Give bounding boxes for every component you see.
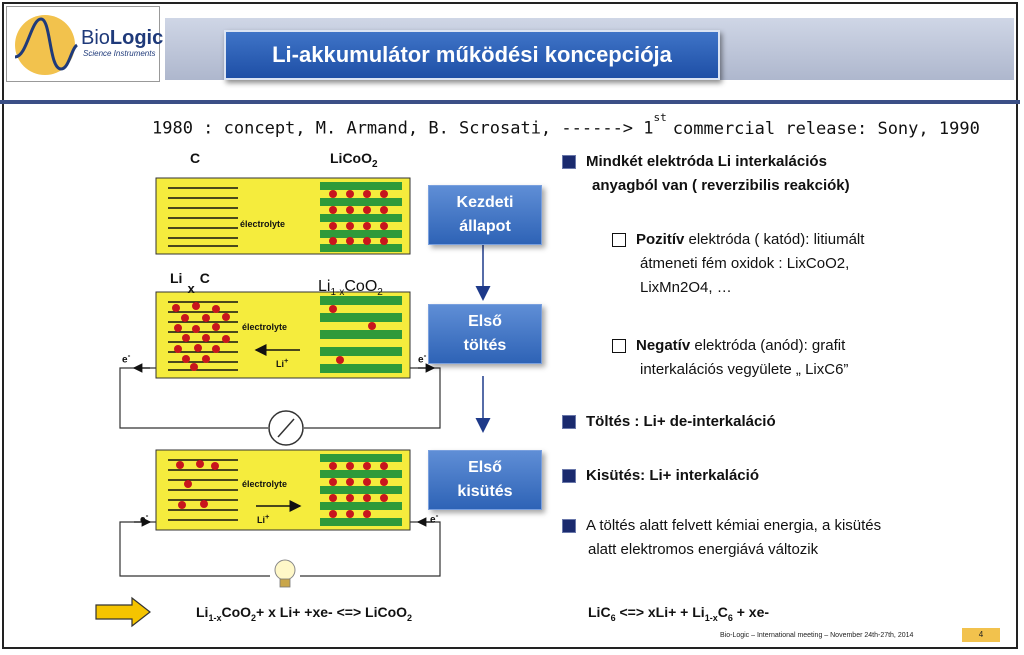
label-c: C [190,150,201,166]
history-line: 1980 : concept, M. Armand, B. Scrosati, … [152,111,980,139]
bullet-square-icon [562,519,576,534]
oxide-layers [320,296,402,373]
sub-bullet-positive: Pozitív elektróda ( katód): litiumált át… [612,228,864,300]
label-lixc: LixC [170,270,210,296]
li-ion-label: Li+ [257,512,270,525]
bullet-square-icon [562,415,576,430]
bullet-energy: A töltés alatt felvett kémiai energia, a… [562,514,881,562]
lightbulb-icon [274,559,296,588]
ammeter-icon [268,410,304,446]
electron-label: e- [140,510,149,526]
highlight-arrow-icon [95,596,151,628]
checkbox-square-icon [612,233,626,248]
logo-brand: BioLogic [81,27,164,49]
li-ion-label: Li+ [276,356,289,369]
battery-diagram [95,177,491,628]
electron-label: e- [122,350,131,366]
slide-title: Li-akkumulátor működési koncepciója [224,30,720,80]
circuit-charge [119,363,441,429]
electron-label: e- [418,350,427,366]
logo-tagline: Science Instruments [83,49,156,58]
graphite-layers [168,459,238,521]
biologic-logo: BioLogic Science Instruments [6,6,164,82]
bullet-discharge: Kisütés: Li+ interkaláció [562,464,759,488]
bullet-square-icon [562,155,576,170]
bullet-square-icon [562,469,576,484]
oxide-layers [320,454,402,526]
li-ions [176,460,219,509]
logo-wave-icon [14,15,79,75]
checkbox-square-icon [612,339,626,354]
electrolyte-label: électrolyte [242,322,288,332]
electron-label: e- [430,510,439,526]
li-ions [329,190,388,245]
anode-equation: LiC6 <=> xLi+ + Li1-xC6 + xe- [588,604,770,623]
bullet-charge: Töltés : Li+ de-interkaláció [562,410,776,434]
label-li1xcoo2: Li1-xCoO2 [318,278,383,299]
header-divider [0,100,1020,104]
bullet-both-electrodes: Mindkét elektróda Li interkalációs anyag… [562,150,850,198]
sub-bullet-negative: Negatív elektróda (anód): grafit interka… [612,334,848,382]
cathode-equation: Li1-xCoO2+ x Li+ +xe- <=> LiCoO2 [196,604,413,623]
label-licoo2: LiCoO2 [330,150,378,170]
li-ions [172,302,230,371]
cell-discharge [155,449,411,531]
graphite-layers [168,187,238,247]
cell-charge [155,291,411,379]
page-number: 4 [962,628,1000,642]
electrolyte-label: électrolyte [242,479,288,489]
cell-initial [155,177,411,255]
oxide-layers [320,182,402,252]
footer-text: Bio-Logic – International meeting – Nove… [720,632,914,639]
electrolyte-label: électrolyte [240,219,286,229]
circuit-discharge [119,517,441,577]
